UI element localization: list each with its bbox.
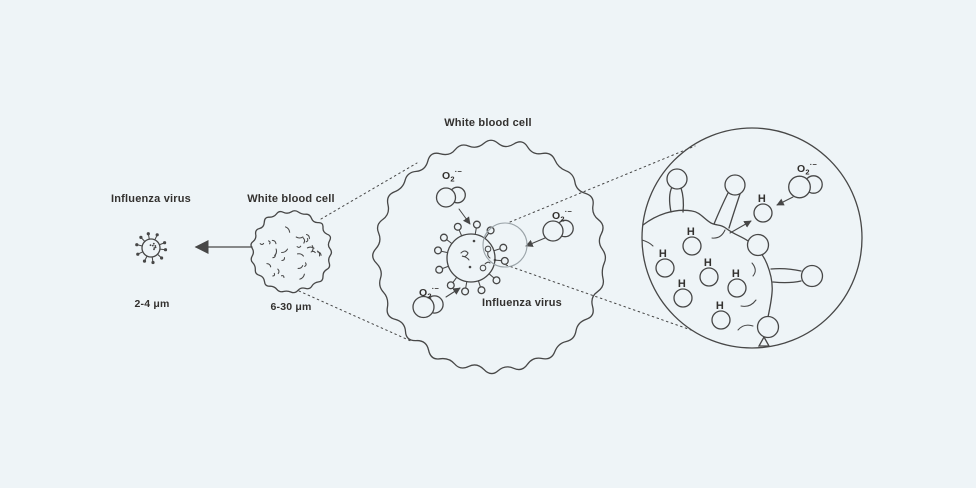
hydrogen-atom: H: [699, 257, 719, 287]
zoom-circle-outline: [641, 127, 863, 349]
svg-text:H: H: [732, 268, 740, 280]
hydrogen-atom: H: [711, 300, 731, 330]
superoxide-label: O2·−: [797, 160, 817, 177]
attack-arrow: [458, 208, 471, 225]
white-blood-cell-large: White blood cell O2·− O2·− O2·−: [372, 117, 607, 375]
attack-arrow: [776, 196, 794, 206]
svg-text:H: H: [678, 278, 686, 290]
svg-text:H: H: [704, 257, 712, 269]
white-blood-cell-small-outline: [250, 210, 333, 294]
membrane-squiggle: [740, 299, 757, 307]
hydrogen-atom: H: [682, 226, 702, 256]
spike: [666, 168, 688, 213]
influenza-virus-icon: [135, 232, 168, 265]
oxygen-atom: [542, 220, 564, 242]
attack-arrow: [525, 237, 546, 247]
influenza-virus-label: Influenza virus: [111, 193, 191, 205]
svg-text:H: H: [758, 193, 766, 205]
oxygen-atom: [435, 187, 457, 208]
connector-line: [320, 162, 418, 220]
zoom-detail-view: H H H H H H H: [641, 127, 863, 349]
svg-text:H: H: [716, 300, 724, 312]
spike-head: [756, 315, 780, 339]
membrane-squiggle: [751, 262, 756, 277]
connector-line: [505, 264, 695, 332]
white-blood-cell-small-label: White blood cell: [247, 193, 335, 205]
zoom-connector-lines: [298, 145, 696, 343]
superoxide-label: O2·−: [419, 284, 439, 301]
influenza-virus-size: 2-4 μm: [134, 298, 169, 310]
white-blood-cell-large-title: White blood cell: [444, 117, 532, 129]
hydrogen-atom: H: [655, 248, 675, 278]
membrane-end-mark: [757, 335, 771, 347]
influenza-virus-detail-label: Influenza virus: [482, 297, 562, 309]
hydrogen-atoms: H H H H H H H: [655, 193, 773, 330]
connector-line: [298, 290, 414, 343]
svg-text:H: H: [687, 226, 695, 238]
spike-head: [746, 233, 770, 257]
hydrogen-atom: H: [727, 268, 747, 298]
membrane-squiggle: [711, 229, 726, 239]
hydrogen-transfer-arrow: [729, 220, 752, 234]
superoxide-label: O2·−: [552, 207, 572, 224]
virus-membrane: [641, 168, 824, 347]
hydrogen-atom: H: [753, 193, 773, 223]
influenza-virus-detail: [433, 220, 509, 296]
magnifier-circle: [482, 222, 528, 268]
virus-rna-marks: [460, 239, 497, 272]
white-blood-cell-small-size: 6-30 μm: [270, 301, 311, 313]
virus-body: [446, 233, 496, 283]
superoxide-molecule: O2·−: [412, 284, 461, 319]
membrane-squiggle: [737, 324, 754, 331]
superoxide-label: O2·−: [442, 167, 462, 184]
spike: [713, 174, 746, 229]
superoxide-molecule: O2·−: [525, 207, 574, 247]
spike: [770, 264, 824, 288]
superoxide-molecule: O2·−: [435, 167, 471, 225]
superoxide-molecule: O2·−: [776, 160, 823, 206]
attack-arrow: [445, 287, 461, 298]
cell-texture: [259, 226, 322, 280]
white-blood-cell-large-outline: [372, 139, 607, 375]
oxygen-atom: [412, 295, 435, 319]
membrane-squiggle: [641, 239, 654, 247]
svg-text:H: H: [659, 248, 667, 260]
influenza-virus-small: Influenza virus 2-4 μm: [111, 193, 191, 310]
white-blood-cell-small: White blood cell 6-30 μm: [247, 193, 335, 313]
oxygen-atom: [788, 175, 811, 199]
hydrogen-atom: H: [673, 278, 693, 308]
connector-line: [509, 145, 696, 223]
